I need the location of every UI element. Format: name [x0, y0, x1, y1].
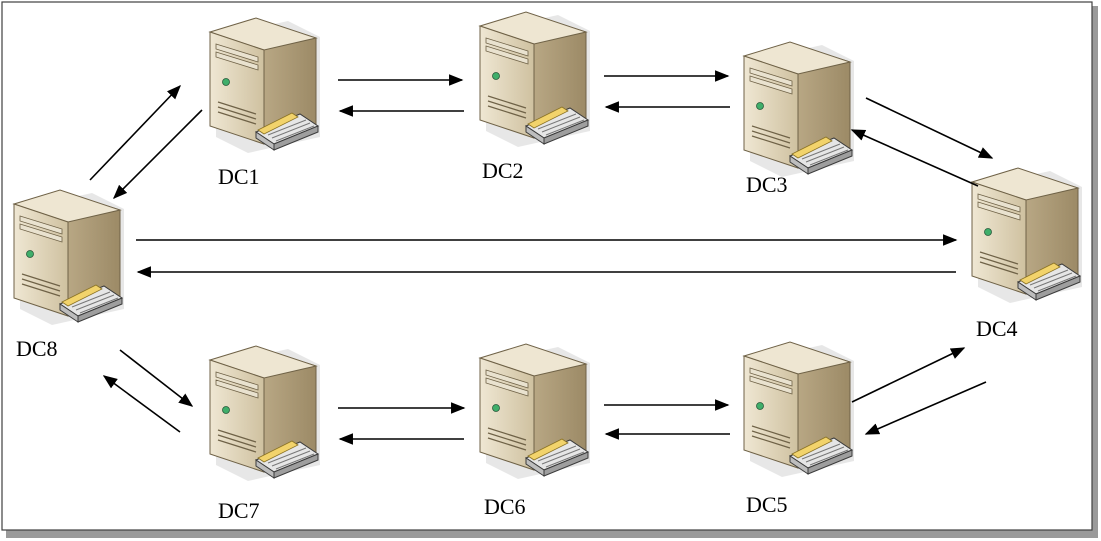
server-dc6-icon [479, 343, 591, 480]
server-dc3-icon [743, 41, 855, 178]
server-label-dc3: DC3 [746, 172, 788, 197]
server-label-dc1: DC1 [218, 164, 260, 189]
arrow-dc8-to-dc1 [89, 84, 181, 181]
server-label-dc4: DC4 [976, 316, 1018, 341]
server-dc5-icon [743, 341, 855, 478]
server-dc4-icon [971, 167, 1083, 304]
arrow-dc3-to-dc4 [865, 97, 994, 159]
arrow-dc4-to-dc3 [850, 129, 979, 187]
server-label-dc7: DC7 [218, 498, 260, 523]
server-dc8-icon [13, 189, 125, 326]
server-label-dc6: DC6 [484, 494, 526, 519]
arrow-dc7-to-dc8 [102, 375, 181, 433]
arrow-dc5-to-dc4 [851, 347, 966, 403]
server-label-dc2: DC2 [482, 158, 524, 183]
server-dc7-icon [209, 345, 321, 482]
arrow-dc8-to-dc7 [119, 349, 194, 407]
server-dc2-icon [479, 11, 591, 148]
arrow-dc1-to-dc8 [112, 109, 203, 200]
server-dc1-icon [209, 17, 321, 154]
arrow-dc4-to-dc5 [864, 381, 987, 435]
server-label-dc8: DC8 [16, 336, 58, 361]
server-label-dc5: DC5 [746, 492, 788, 517]
